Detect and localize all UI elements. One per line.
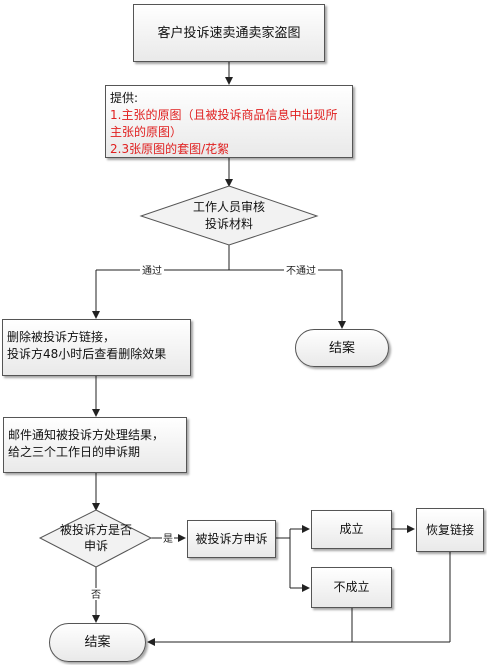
close-top-text: 结案 <box>328 340 355 356</box>
delete-line-2: 投诉方48小时后查看删除效果 <box>7 347 167 361</box>
appeal-box: 被投诉方申诉 <box>187 520 276 558</box>
provide-item-2: 2.3张原图的套图/花絮 <box>110 142 230 156</box>
label-no: 否 <box>91 589 101 601</box>
appeal-decision-diamond <box>38 509 153 568</box>
delete-line-1: 删除被投诉方链接， <box>7 330 116 344</box>
restore-link-box: 恢复链接 <box>416 508 484 552</box>
email-line-2: 给之三个工作日的申诉期 <box>8 445 141 459</box>
close-bottom-text: 结案 <box>84 635 111 650</box>
fail-box: 不成立 <box>311 567 392 608</box>
success-box: 成立 <box>311 510 392 549</box>
close-case-bottom: 结案 <box>49 623 146 662</box>
provide-box: 提供: 1.主张的原图（且被投诉商品信息中出现所主张的原图） 2.3张原图的套图… <box>105 85 353 158</box>
review-text-2: 投诉材料 <box>205 216 253 231</box>
appeal-text: 被投诉方申诉 <box>195 531 268 546</box>
restore-text: 恢复链接 <box>425 522 474 537</box>
decision-text-2: 申诉 <box>84 539 108 553</box>
email-line-1: 邮件通知被投诉方处理结果， <box>8 428 165 442</box>
label-not-pass: 不通过 <box>286 264 316 277</box>
provide-head: 提供: <box>110 91 139 105</box>
review-text-1: 工作人员审核 <box>193 199 265 214</box>
email-notice-box: 邮件通知被投诉方处理结果， 给之三个工作日的申诉期 <box>3 417 187 473</box>
title-box: 客户投诉速卖通卖家盗图 <box>133 4 325 62</box>
close-case-top: 结案 <box>295 329 389 367</box>
decision-text-1: 被投诉方是否 <box>60 522 132 537</box>
review-diamond <box>139 185 319 246</box>
provide-item-1: 1.主张的原图（且被投诉商品信息中出现所主张的原图） <box>110 108 338 139</box>
success-text: 成立 <box>339 522 364 536</box>
delete-link-box: 删除被投诉方链接， 投诉方48小时后查看删除效果 <box>2 319 191 376</box>
label-yes: 是 <box>163 533 173 545</box>
fail-text: 不成立 <box>333 580 370 594</box>
label-pass: 通过 <box>142 264 162 277</box>
title-text: 客户投诉速卖通卖家盗图 <box>157 25 301 41</box>
